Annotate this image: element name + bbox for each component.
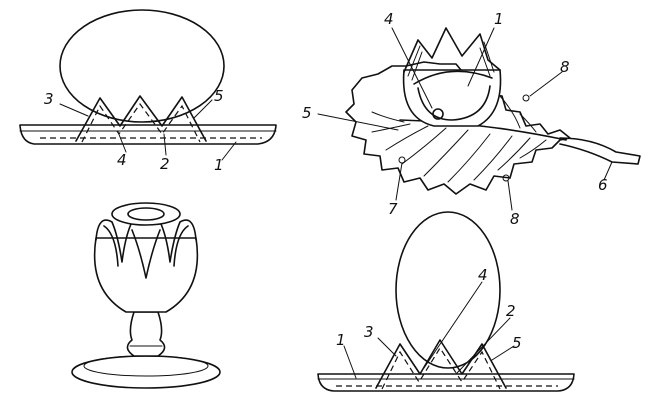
cup-centre-knob: [432, 108, 444, 120]
fig-tulip-egg-cup: [71, 202, 221, 389]
tray-plate: [19, 124, 277, 145]
callouts-fig1: [59, 99, 237, 161]
label-8: 8: [560, 58, 570, 76]
fig-upright-egg-on-tray: 1 3 4 2 5: [317, 211, 575, 392]
label-1: 1: [336, 331, 346, 349]
zigzag-insert: [375, 339, 507, 389]
label-1: 1: [494, 10, 504, 28]
tray-plate: [317, 373, 575, 392]
leaf-veins: [371, 95, 547, 183]
label-5: 5: [302, 104, 312, 122]
cup-rim: [111, 202, 181, 226]
upright-egg-outline: [395, 211, 501, 369]
zigzag-insert-inner: [381, 346, 501, 390]
fig-leaf-plate-perspective: 4 1 8 5 6 7 8: [302, 10, 641, 228]
cup-body: [402, 69, 502, 127]
fixing-hole-7: [398, 156, 406, 164]
label-2: 2: [160, 155, 170, 173]
leaf-midrib: [399, 119, 567, 141]
label-5: 5: [512, 334, 522, 352]
cup-inner-rim: [413, 70, 493, 85]
callouts-fig4: [343, 281, 515, 379]
label-2: 2: [506, 302, 516, 320]
cup-stem: [126, 311, 166, 357]
cup-base-plate-inner: [83, 355, 209, 377]
label-7: 7: [388, 200, 398, 218]
label-4: 4: [117, 151, 127, 169]
label-3: 3: [364, 323, 374, 341]
label-6: 6: [598, 176, 608, 194]
fixing-hole-8-bottom: [502, 174, 510, 182]
egg-outline: [59, 9, 225, 123]
label-4: 4: [384, 10, 394, 28]
label-5: 5: [214, 87, 224, 105]
leaf-stem: [559, 137, 641, 165]
label-1: 1: [214, 156, 224, 174]
label-3: 3: [44, 90, 54, 108]
cup-rim-inner: [127, 207, 165, 221]
cup-petals: [403, 27, 501, 73]
zigzag-insert: [75, 95, 207, 142]
zigzag-insert-inner: [81, 102, 201, 143]
cup-inner-bowl: [417, 85, 491, 121]
fixing-hole-8-right: [522, 94, 530, 102]
label-8: 8: [510, 210, 520, 228]
cup-petal-tips: [103, 225, 189, 279]
fig-egg-on-tray-side: 3 5 4 2 1: [19, 9, 277, 174]
label-4: 4: [478, 266, 488, 284]
callouts-fig2: [317, 27, 613, 211]
